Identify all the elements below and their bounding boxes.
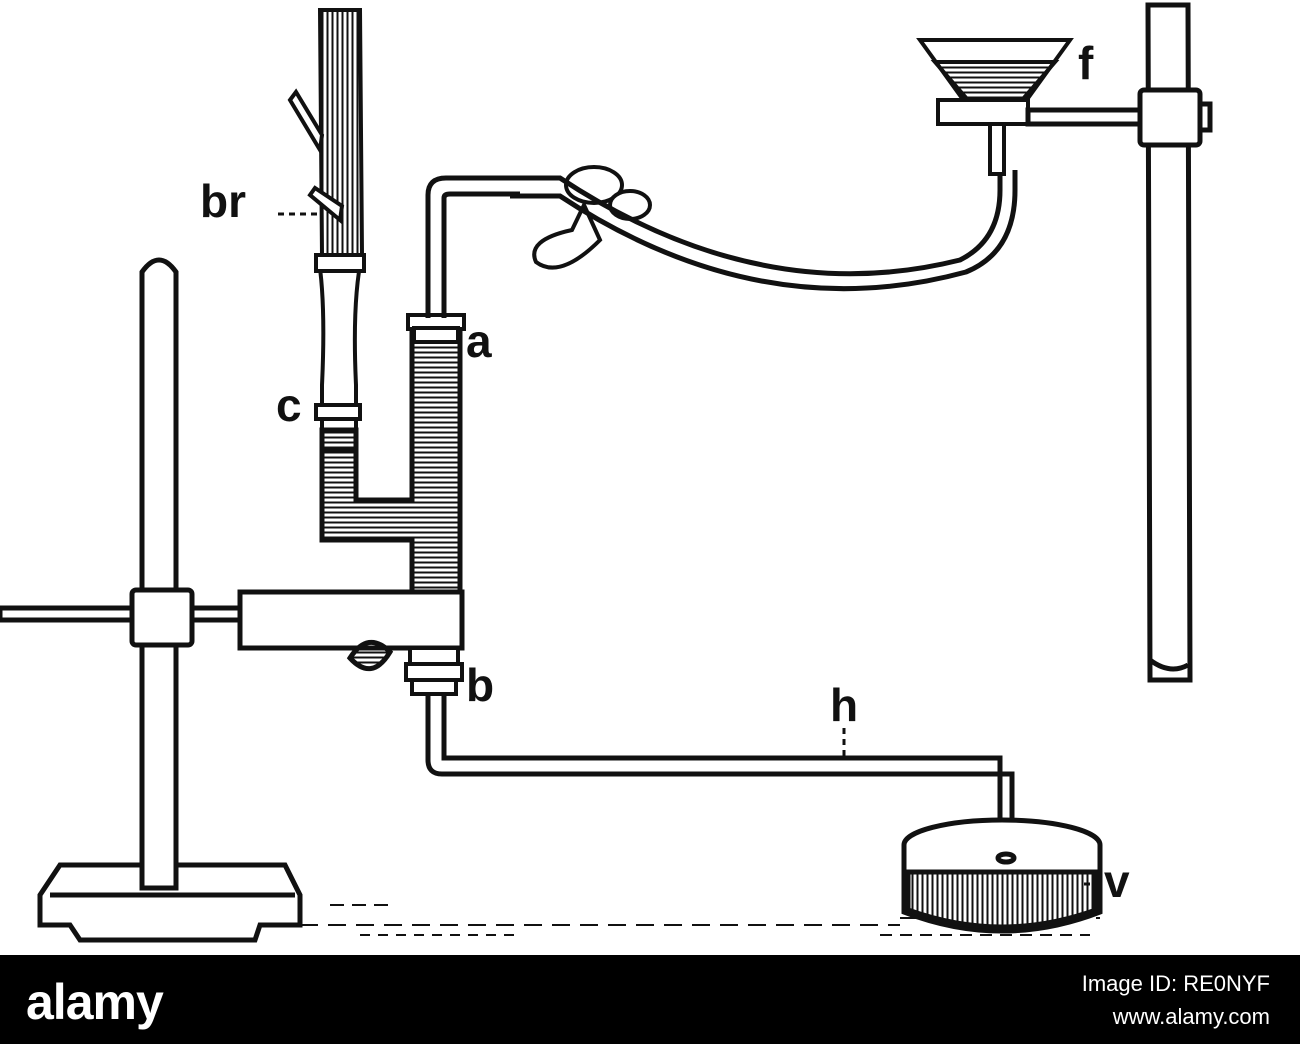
label-f: f xyxy=(1078,37,1094,89)
label-a: a xyxy=(466,315,492,367)
upper-tube xyxy=(425,175,520,318)
label-c: c xyxy=(276,379,302,431)
label-br: br xyxy=(200,175,246,227)
label-leaders xyxy=(278,212,1100,886)
vessel-v xyxy=(901,817,1103,934)
stem-branch xyxy=(287,8,365,257)
lower-tube-h xyxy=(425,694,1015,858)
label-b: b xyxy=(466,659,495,711)
watermark-bar: alamy Image ID: RE0NYF www.alamy.com xyxy=(0,955,1300,1044)
retort-stand xyxy=(0,257,303,943)
watermark-site: www.alamy.com xyxy=(1112,1004,1270,1029)
label-h: h xyxy=(830,679,859,731)
stopper-b xyxy=(404,646,464,696)
stopper-a xyxy=(406,313,466,344)
funnel-stand xyxy=(1025,2,1213,683)
watermark-logo: alamy xyxy=(26,974,164,1030)
funnel-f xyxy=(916,38,1074,176)
rubber-connector xyxy=(314,253,366,452)
pinch-clamp xyxy=(532,165,652,270)
tube-clamp xyxy=(237,589,465,671)
apparatus-diagram: br a c f b h v xyxy=(0,2,1213,943)
watermark-image-id: Image ID: RE0NYF xyxy=(1081,971,1270,996)
rubber-hose xyxy=(510,170,1018,292)
watermark-id: Image ID: RE0NYF www.alamy.com xyxy=(1082,967,1270,1033)
label-v: v xyxy=(1104,855,1130,907)
